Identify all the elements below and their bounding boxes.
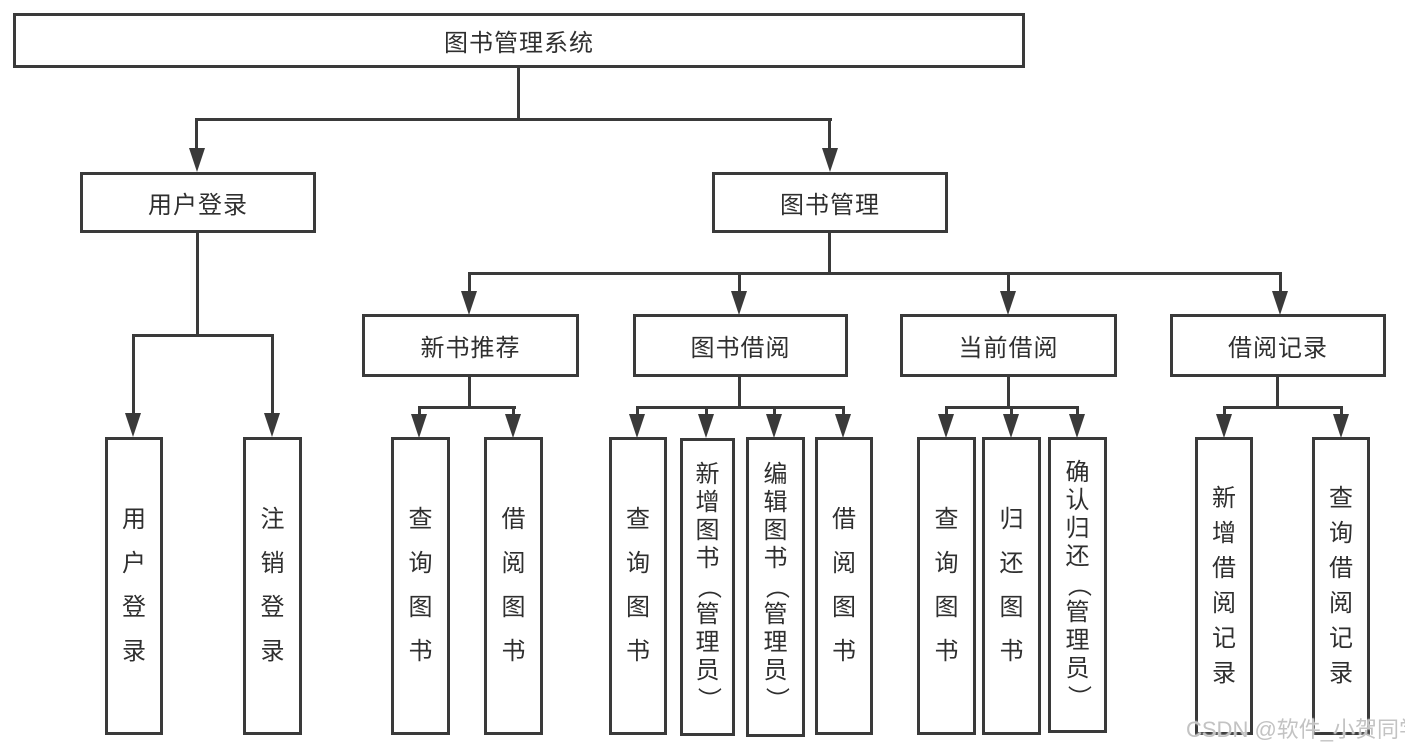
leaf-label: 新增借阅记录 — [1212, 484, 1236, 687]
node-borrowing-records: 借阅记录 — [1170, 314, 1386, 377]
arrow-down-icon — [1272, 291, 1288, 315]
leaf-query-books-borrow: 查询图书 — [609, 437, 667, 735]
leaf-borrow-books: 借阅图书 — [815, 437, 873, 735]
connector-line — [738, 376, 741, 408]
connector-line — [271, 334, 274, 414]
connector-line — [132, 334, 135, 414]
connector-line — [132, 334, 274, 337]
arrow-down-icon — [822, 148, 838, 172]
arrow-down-icon — [835, 414, 851, 438]
leaf-query-borrow-record: 查询借阅记录 — [1312, 437, 1370, 735]
connector-line — [418, 406, 516, 409]
connector-line — [738, 272, 741, 294]
arrow-down-icon — [461, 291, 477, 315]
connector-line — [1076, 406, 1079, 418]
connector-line — [517, 68, 520, 120]
leaf-label: 查询图书 — [408, 506, 433, 665]
arrow-down-icon — [125, 413, 141, 437]
connector-line — [773, 406, 776, 418]
arrow-down-icon — [938, 414, 954, 438]
leaf-label: 借阅图书 — [501, 506, 526, 665]
connector-line — [196, 232, 199, 336]
connector-line — [195, 118, 832, 121]
connector-line — [512, 406, 515, 418]
leaf-add-books-admin: 新增图书（管理员） — [680, 438, 735, 736]
leaf-query-books-recommend: 查询图书 — [391, 437, 450, 735]
connector-line — [468, 376, 471, 408]
leaf-add-borrow-record: 新增借阅记录 — [1195, 437, 1253, 735]
leaf-edit-books-admin: 编辑图书（管理员） — [746, 437, 805, 737]
node-new-book-recommend: 新书推荐 — [362, 314, 579, 377]
leaf-query-books-current: 查询图书 — [917, 437, 976, 735]
arrow-down-icon — [411, 414, 427, 438]
leaf-label: 归还图书 — [999, 506, 1024, 665]
arrow-down-icon — [629, 414, 645, 438]
connector-line — [636, 406, 639, 418]
arrow-down-icon — [1003, 414, 1019, 438]
arrow-down-icon — [1333, 414, 1349, 438]
leaf-label: 确认归还（管理员） — [1064, 459, 1092, 710]
connector-line — [418, 406, 421, 418]
leaf-return-books: 归还图书 — [982, 437, 1041, 735]
arrow-down-icon — [1069, 414, 1085, 438]
leaf-confirm-return-admin: 确认归还（管理员） — [1048, 437, 1107, 733]
connector-line — [1279, 272, 1282, 294]
arrow-down-icon — [505, 414, 521, 438]
node-book-management: 图书管理 — [712, 172, 948, 233]
connector-line — [468, 272, 471, 294]
arrow-down-icon — [766, 414, 782, 438]
connector-line — [1007, 272, 1010, 294]
leaf-label: 查询借阅记录 — [1329, 484, 1353, 687]
arrow-down-icon — [1000, 291, 1016, 315]
connector-line — [468, 272, 1282, 275]
leaf-label: 新增图书（管理员） — [694, 461, 722, 712]
leaf-label: 查询图书 — [934, 506, 959, 665]
node-library-management-system: 图书管理系统 — [13, 13, 1025, 68]
connector-line — [842, 406, 845, 418]
connector-line — [1010, 406, 1013, 418]
connector-line — [828, 118, 831, 150]
connector-line — [195, 118, 198, 150]
connector-line — [1340, 406, 1343, 418]
leaf-label: 注销登录 — [260, 506, 285, 665]
connector-line — [636, 406, 845, 409]
connector-line — [1276, 376, 1279, 408]
node-current-borrowing: 当前借阅 — [900, 314, 1117, 377]
leaf-user-login: 用户登录 — [105, 437, 163, 735]
leaf-logout: 注销登录 — [243, 437, 302, 735]
connector-line — [945, 406, 948, 418]
connector-line — [705, 406, 708, 418]
leaf-label: 借阅图书 — [832, 506, 856, 665]
arrow-down-icon — [731, 291, 747, 315]
arrow-down-icon — [698, 414, 714, 438]
leaf-borrow-books-recommend: 借阅图书 — [484, 437, 543, 735]
arrow-down-icon — [189, 148, 205, 172]
node-book-borrowing: 图书借阅 — [633, 314, 848, 377]
csdn-watermark: CSDN @软件_小贺同学 — [1186, 717, 1405, 742]
node-user-login-group: 用户登录 — [80, 172, 316, 233]
arrow-down-icon — [264, 413, 280, 437]
leaf-label: 查询图书 — [626, 506, 650, 665]
connector-line — [1223, 406, 1343, 409]
leaf-label: 编辑图书（管理员） — [762, 461, 790, 712]
arrow-down-icon — [1216, 414, 1232, 438]
connector-line — [1007, 376, 1010, 408]
connector-line — [828, 232, 831, 274]
connector-line — [1223, 406, 1226, 418]
leaf-label: 用户登录 — [122, 506, 146, 665]
